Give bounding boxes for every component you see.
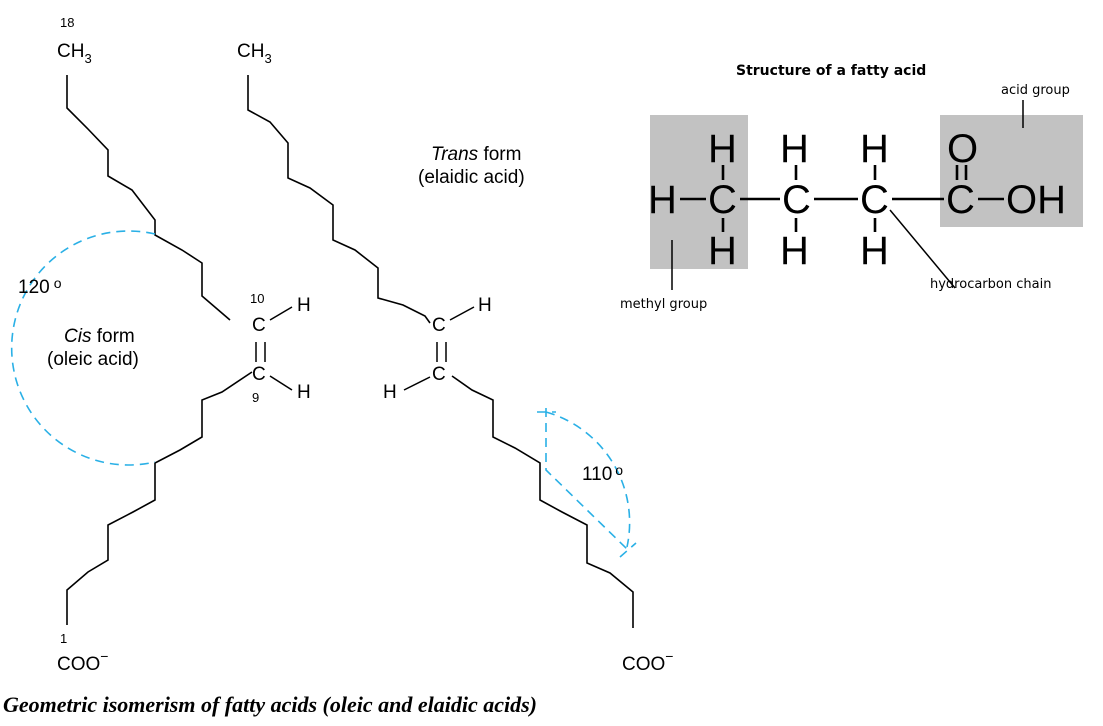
cis-upper-chain <box>66 75 231 321</box>
hydrocarbon-chain-pointer <box>889 209 956 289</box>
figure-caption: Geometric isomerism of fatty acids (olei… <box>3 692 537 717</box>
cis-acid-name: (oleic acid) <box>47 349 139 370</box>
atom-h-bottom-2: H <box>780 229 809 273</box>
trans-upper-hydrogen: H <box>478 295 492 316</box>
cis-carbon-1-number: 1 <box>60 631 67 646</box>
cis-carbon-18-number: 18 <box>60 15 74 30</box>
cis-c10-number: 10 <box>250 291 264 306</box>
acid-group-shading <box>940 115 1083 227</box>
cis-c10-atom: C <box>252 315 266 336</box>
atom-oh: OH <box>1006 178 1066 222</box>
cis-lower-chain <box>66 371 253 625</box>
cis-c9-h-bond <box>269 375 293 391</box>
methyl-group-shading <box>650 115 748 269</box>
methyl-group-label: methyl group <box>620 297 707 312</box>
atom-h-bottom-1: H <box>708 229 737 273</box>
inset-title: Structure of a fatty acid <box>736 63 926 79</box>
hydrocarbon-chain-label: hydrocarbon chain <box>930 277 1051 292</box>
cis-c9-number: 9 <box>252 390 259 405</box>
atom-h-top-2: H <box>780 127 809 171</box>
atom-o-top: O <box>947 127 978 171</box>
cis-c9-hydrogen: H <box>297 382 311 403</box>
cis-c10-hydrogen: H <box>297 295 311 316</box>
trans-lower-chain <box>451 375 634 628</box>
trans-form-label: Trans form <box>431 144 521 165</box>
trans-lower-c-atom: C <box>432 364 446 385</box>
trans-upper-chain <box>247 75 431 324</box>
trans-upper-c-atom: C <box>432 315 446 336</box>
trans-methyl-group: CH3 <box>237 41 272 66</box>
fatty-acid-structure-inset: Structure of a fatty acid acid group H H… <box>620 63 1083 312</box>
cis-c10-h-bond <box>269 306 293 321</box>
cis-angle-arc <box>10 230 156 466</box>
trans-upper-h-bond <box>449 306 475 321</box>
atom-c4: C <box>946 178 975 222</box>
atom-c1: C <box>708 178 737 222</box>
trans-carboxylate: COO− <box>622 648 673 675</box>
atom-h-bottom-3: H <box>860 229 889 273</box>
cis-c9-atom: C <box>252 364 266 385</box>
acid-group-label: acid group <box>1001 83 1070 98</box>
atom-h-top-1: H <box>708 127 737 171</box>
trans-angle-arc <box>537 408 637 558</box>
atom-h-top-3: H <box>860 127 889 171</box>
atom-h-left: H <box>648 178 677 222</box>
atom-c3: C <box>860 178 889 222</box>
cis-form-label: Cis form <box>64 326 135 347</box>
cis-methyl-group: CH3 <box>57 41 92 66</box>
trans-lower-hydrogen: H <box>383 382 397 403</box>
cis-carboxylate: COO− <box>57 648 108 675</box>
atom-c2: C <box>782 178 811 222</box>
trans-acid-name: (elaidic acid) <box>418 167 525 188</box>
trans-lower-h-bond <box>403 376 431 391</box>
